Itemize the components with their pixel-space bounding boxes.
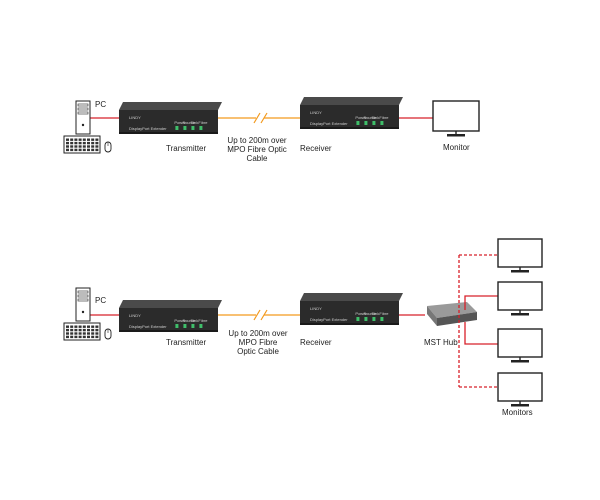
status-led xyxy=(191,324,195,328)
pc-tower-icon xyxy=(75,287,91,322)
status-led xyxy=(183,126,187,130)
cable-caption: Cable xyxy=(247,154,268,163)
fibre-break-icon xyxy=(253,112,268,124)
monitor-icon xyxy=(432,100,480,137)
pc-label: PC xyxy=(95,100,106,109)
device-top xyxy=(300,293,403,301)
monitor-label: Monitor xyxy=(443,143,470,152)
led-label: Sink xyxy=(190,318,198,323)
status-led xyxy=(372,317,376,321)
led-label: Source xyxy=(363,311,376,316)
status-led xyxy=(356,317,360,321)
led-label: Fibre xyxy=(198,120,208,125)
pc-icon xyxy=(63,100,112,154)
device-top xyxy=(119,300,222,308)
led-label: Fibre xyxy=(379,115,389,120)
transmitter-label: Transmitter xyxy=(166,144,206,153)
hub-to-monitor-3-cable xyxy=(464,322,498,345)
status-led xyxy=(372,121,376,125)
receiver-device: LINDY DisplayPort Extender PowerSourceSink… xyxy=(300,97,403,129)
transmitter-device: LINDY DisplayPort Extender PowerSourceSink… xyxy=(119,300,222,332)
device-brand-label: LINDY xyxy=(129,313,141,318)
status-led xyxy=(175,324,179,328)
led-label: Sink xyxy=(371,311,379,316)
led-label: Power xyxy=(355,311,367,316)
device-model-label: DisplayPort Extender xyxy=(310,317,348,322)
mst-hub-label: MST Hub xyxy=(424,338,458,347)
device-top xyxy=(300,97,403,105)
pc-label: PC xyxy=(95,296,106,305)
transmitter-label: Transmitter xyxy=(166,338,206,347)
monitor-icon xyxy=(497,238,543,273)
device-model-label: DisplayPort Extender xyxy=(310,121,348,126)
led-label: Source xyxy=(182,318,195,323)
device-model-label: DisplayPort Extender xyxy=(129,126,167,131)
monitors-label: Monitors xyxy=(502,408,533,417)
cable-caption: Up to 200m over xyxy=(227,136,286,145)
mst-hub-icon xyxy=(427,302,477,326)
keyboard-icon xyxy=(63,135,101,154)
led-label: Sink xyxy=(190,120,198,125)
status-led xyxy=(364,317,368,321)
led-label: Source xyxy=(182,120,195,125)
status-led xyxy=(380,121,384,125)
receiver-label: Receiver xyxy=(300,144,332,153)
device-brand-label: LINDY xyxy=(310,110,322,115)
led-label: Source xyxy=(363,115,376,120)
status-led xyxy=(175,126,179,130)
mouse-icon xyxy=(104,328,112,340)
device-top xyxy=(119,102,222,110)
cable-caption: Optic Cable xyxy=(237,347,279,356)
led-label: Fibre xyxy=(198,318,208,323)
device-model-label: DisplayPort Extender xyxy=(129,324,167,329)
status-led xyxy=(356,121,360,125)
pc-tower-icon xyxy=(75,100,91,135)
cable-caption: MPO Fibre xyxy=(239,338,278,347)
monitor-icon xyxy=(497,281,543,316)
monitor-icon xyxy=(497,328,543,363)
led-label: Power xyxy=(174,120,186,125)
status-led xyxy=(191,126,195,130)
hub-to-monitor-2-cable xyxy=(464,295,498,310)
status-led xyxy=(364,121,368,125)
status-led xyxy=(199,126,203,130)
cable-caption: Up to 200m over xyxy=(228,329,287,338)
fibre-break-icon xyxy=(253,309,268,321)
status-led xyxy=(380,317,384,321)
status-led xyxy=(183,324,187,328)
receiver-label: Receiver xyxy=(300,338,332,347)
receiver-device: LINDY DisplayPort Extender PowerSourceSink… xyxy=(300,293,403,325)
led-label: Power xyxy=(174,318,186,323)
monitor-icon xyxy=(497,372,543,407)
led-label: Sink xyxy=(371,115,379,120)
led-label: Fibre xyxy=(379,311,389,316)
transmitter-device: LINDY DisplayPort Extender PowerSourceSink… xyxy=(119,102,222,134)
led-label: Power xyxy=(355,115,367,120)
keyboard-icon xyxy=(63,322,101,341)
device-brand-label: LINDY xyxy=(310,306,322,311)
mouse-icon xyxy=(104,141,112,153)
device-brand-label: LINDY xyxy=(129,115,141,120)
pc-icon xyxy=(63,287,112,341)
cable-caption: MPO Fibre Optic xyxy=(227,145,287,154)
status-led xyxy=(199,324,203,328)
